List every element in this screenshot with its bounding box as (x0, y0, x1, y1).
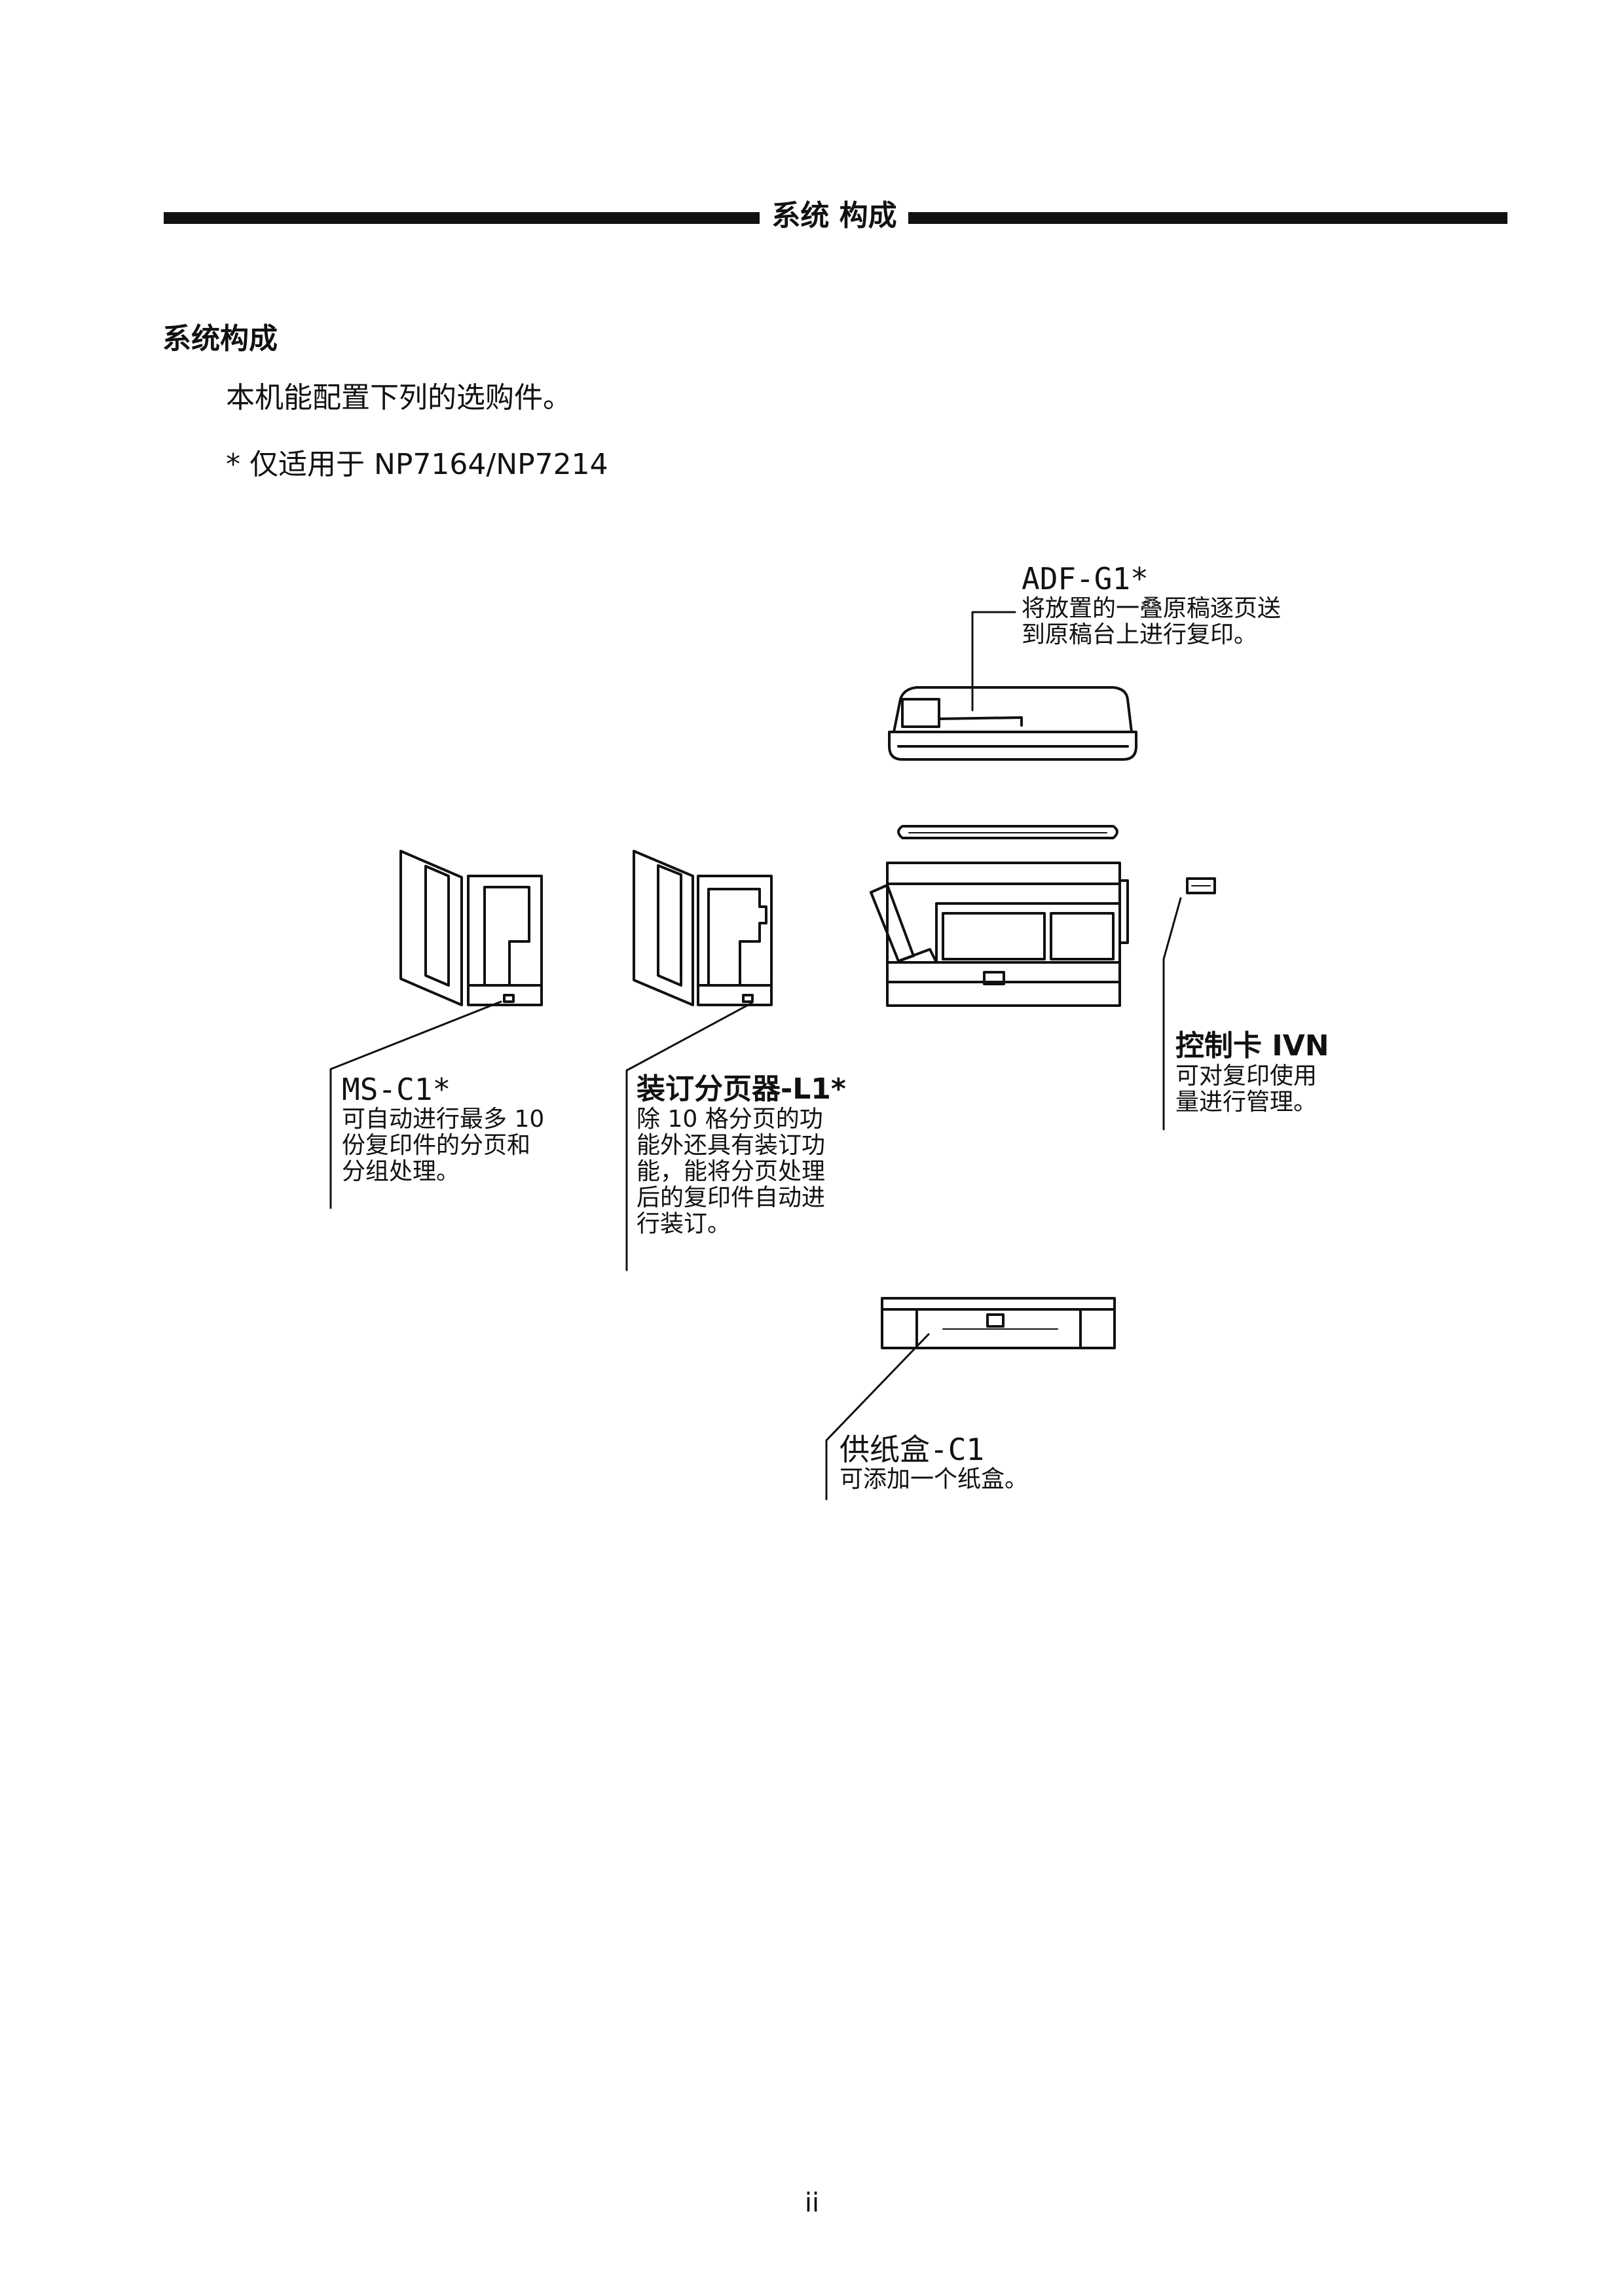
header-rule-right (908, 212, 1507, 224)
control-card-ivn-description: 可对复印使用 量进行管理。 (1175, 1063, 1318, 1116)
platen-glass-illustration (898, 826, 1117, 838)
control-card-illustration (1187, 879, 1215, 893)
applicability-note: * 仅适用于 NP7164/NP7214 (226, 448, 608, 481)
intro-text: 本机能配置下列的选购件。 (226, 381, 572, 414)
stapler-sorter-l1-description: 除 10 格分页的功 能外还具有装订功 能，能将分页处理 后的复印件自动进 行装… (637, 1106, 826, 1237)
stapler-sorter-l1-name: 装订分页器-L1* (637, 1072, 846, 1106)
ms-c1-name: MS-C1* (342, 1072, 451, 1107)
stapler-sorter-l1-illustration (634, 851, 771, 1005)
adf-unit-illustration (889, 687, 1136, 759)
copier-main-unit-illustration (871, 863, 1128, 1006)
page-number: ii (804, 2188, 820, 2218)
control-card-ivn-name: 控制卡 IVN (1175, 1029, 1329, 1063)
ms-c1-description: 可自动进行最多 10 份复印件的分页和 分组处理。 (342, 1106, 545, 1185)
header-title: 系统 构成 (771, 199, 897, 232)
paper-tray-c1-description: 可添加一个纸盒。 (840, 1466, 1029, 1493)
section-title: 系统构成 (162, 322, 278, 355)
paper-tray-c1-illustration (882, 1298, 1115, 1348)
paper-tray-c1-name: 供纸盒-C1 (840, 1432, 985, 1467)
leader-lines (331, 612, 1181, 1499)
header-rule-left (164, 212, 760, 224)
adf-g1-description: 将放置的一叠原稿逐页送 到原稿台上进行复印。 (1022, 595, 1282, 648)
ms-c1-sorter-illustration (401, 851, 542, 1005)
adf-g1-name: ADF-G1* (1022, 561, 1149, 596)
